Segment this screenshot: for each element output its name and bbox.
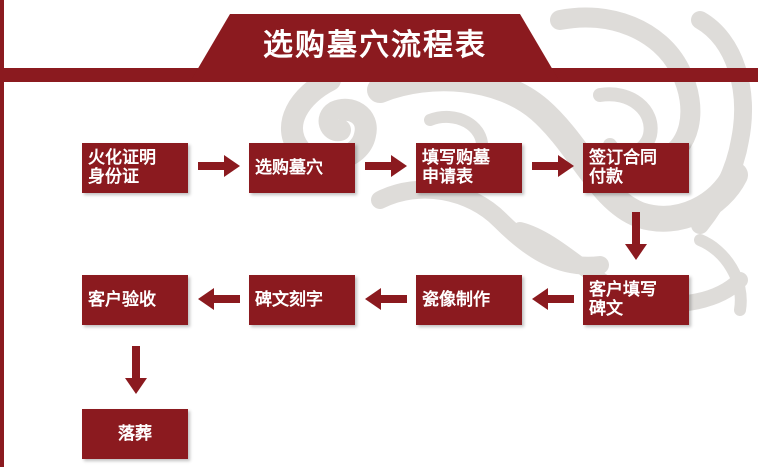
step-porcelain-portrait: 瓷像制作 bbox=[416, 275, 522, 325]
arrow-down-icon bbox=[125, 346, 147, 394]
arrow-right-icon bbox=[365, 155, 407, 177]
step-label: 瓷像制作 bbox=[422, 289, 490, 310]
step-label: 客户填写 碑文 bbox=[589, 280, 657, 319]
arrow-left-icon bbox=[532, 288, 574, 310]
arrow-left-icon bbox=[365, 288, 407, 310]
page-title: 选购墓穴流程表 bbox=[263, 28, 487, 63]
step-inscription-engraving: 碑文刻字 bbox=[249, 275, 355, 325]
header-tab bbox=[190, 14, 560, 82]
step-select-grave: 选购墓穴 bbox=[249, 143, 355, 193]
step-label: 签订合同 付款 bbox=[589, 148, 657, 187]
step-label: 选购墓穴 bbox=[255, 157, 323, 178]
arrow-left-icon bbox=[198, 288, 240, 310]
step-label: 火化证明 身份证 bbox=[88, 148, 156, 187]
step-label: 客户验收 bbox=[88, 289, 156, 310]
left-edge-stripe bbox=[0, 0, 4, 467]
arrow-down-icon bbox=[625, 212, 647, 260]
step-fill-application: 填写购墓 申请表 bbox=[416, 143, 522, 193]
step-label: 碑文刻字 bbox=[255, 289, 323, 310]
step-sign-contract-pay: 签订合同 付款 bbox=[583, 143, 689, 193]
step-burial: 落葬 bbox=[82, 409, 188, 459]
step-label: 落葬 bbox=[118, 423, 152, 444]
arrow-right-icon bbox=[198, 155, 240, 177]
arrow-right-icon bbox=[532, 155, 574, 177]
step-customer-fill-inscription: 客户填写 碑文 bbox=[583, 275, 689, 325]
step-customer-acceptance: 客户验收 bbox=[82, 275, 188, 325]
step-label: 填写购墓 申请表 bbox=[422, 148, 490, 187]
step-cremation-certificate-id: 火化证明 身份证 bbox=[82, 143, 188, 193]
